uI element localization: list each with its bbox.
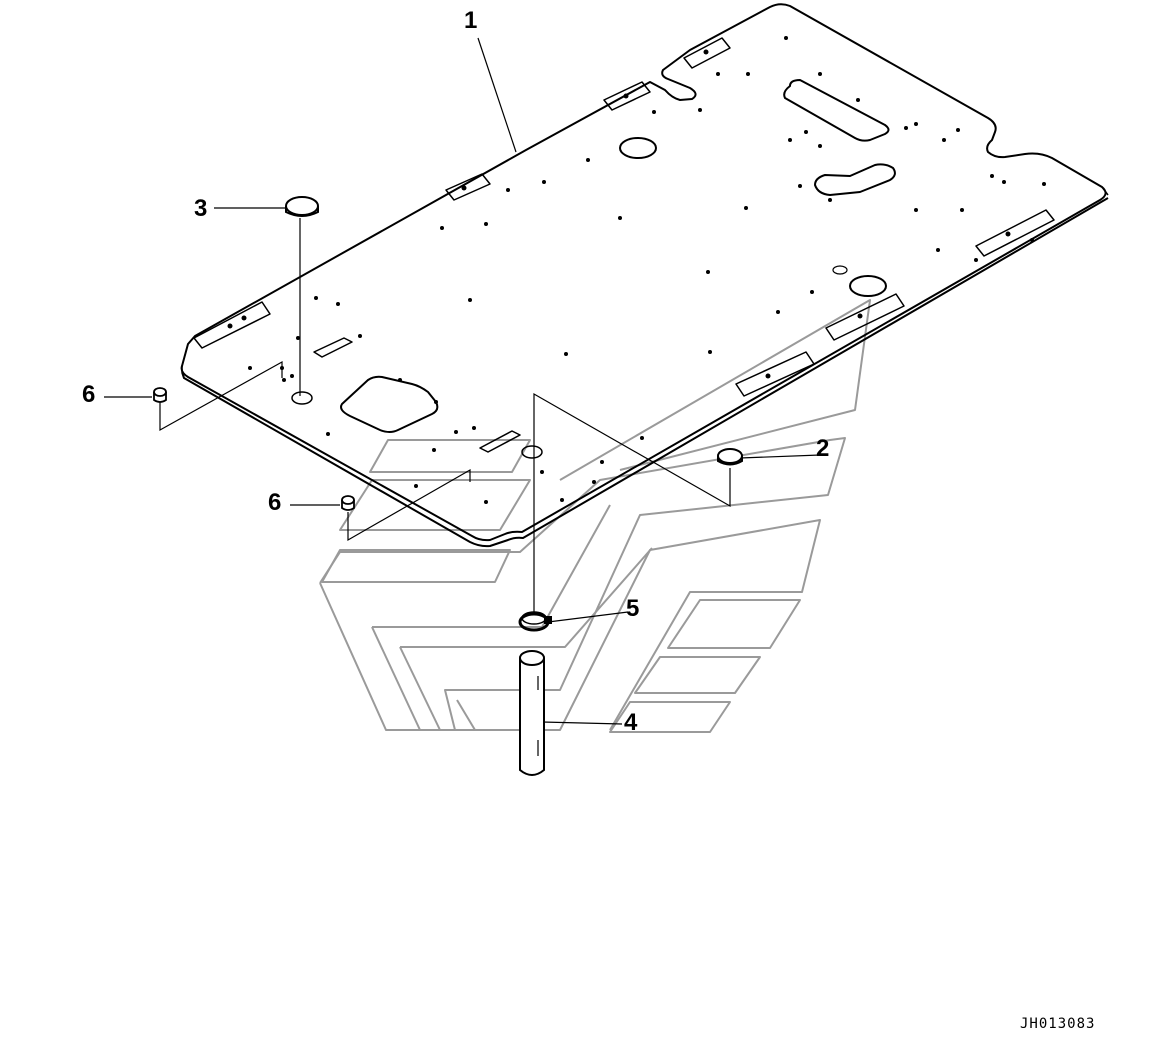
callout-6-upper: 6 <box>82 381 95 408</box>
part-6-grommet-upper <box>153 387 167 403</box>
part-6-grommet-lower <box>341 495 355 511</box>
leader-lines <box>104 37 821 725</box>
part-2-cap <box>717 448 743 466</box>
callout-2: 2 <box>816 435 829 462</box>
part-5-clamp <box>518 611 552 632</box>
callout-6-lower: 6 <box>268 489 281 516</box>
part-4-tube <box>519 650 545 776</box>
background-body-outline <box>319 299 871 733</box>
part-3-cap <box>285 196 319 217</box>
callout-4: 4 <box>624 709 638 736</box>
plate-bolt-holes <box>227 36 1046 504</box>
callout-1: 1 <box>464 7 477 34</box>
callout-5: 5 <box>626 595 639 622</box>
floor-plate <box>180 3 1109 548</box>
drawing-code: JH013083 <box>1020 1016 1095 1032</box>
callout-3: 3 <box>194 195 207 222</box>
